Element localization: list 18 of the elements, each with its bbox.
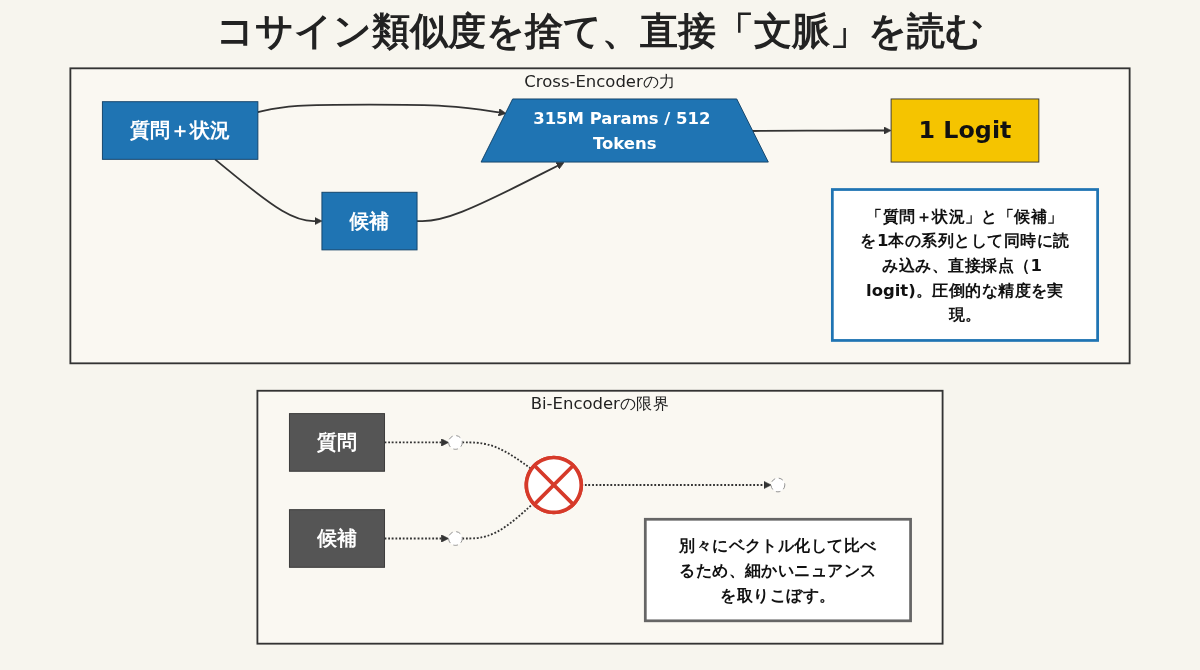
node-circle — [448, 435, 463, 450]
node-box: 質問＋状況 — [101, 101, 259, 160]
node-box: 「質問＋状況」と「候補」を1本の系列として同時に読み込み、直接採点（1 logit)。圧倒的な精度を実現。 — [830, 188, 1099, 342]
node-box: 別々にベクトル化して比べるため、細かいニュアンスを取りこぼす。 — [643, 517, 912, 623]
arrow — [416, 162, 565, 222]
title: コサイン類似度を捨て、直接「文脈」を読む — [215, 8, 985, 55]
node-box: 質問 — [288, 413, 385, 472]
connector — [461, 441, 533, 470]
arrow — [383, 534, 449, 543]
node-box: 1 Logit — [890, 98, 1040, 163]
arrow — [383, 438, 449, 447]
node-circle — [448, 531, 463, 546]
node-box: 候補 — [288, 509, 385, 568]
node-circle — [770, 477, 786, 493]
node-box: 候補 — [321, 191, 418, 251]
arrow — [214, 158, 323, 226]
arrow — [256, 103, 507, 117]
arrow — [752, 126, 892, 135]
